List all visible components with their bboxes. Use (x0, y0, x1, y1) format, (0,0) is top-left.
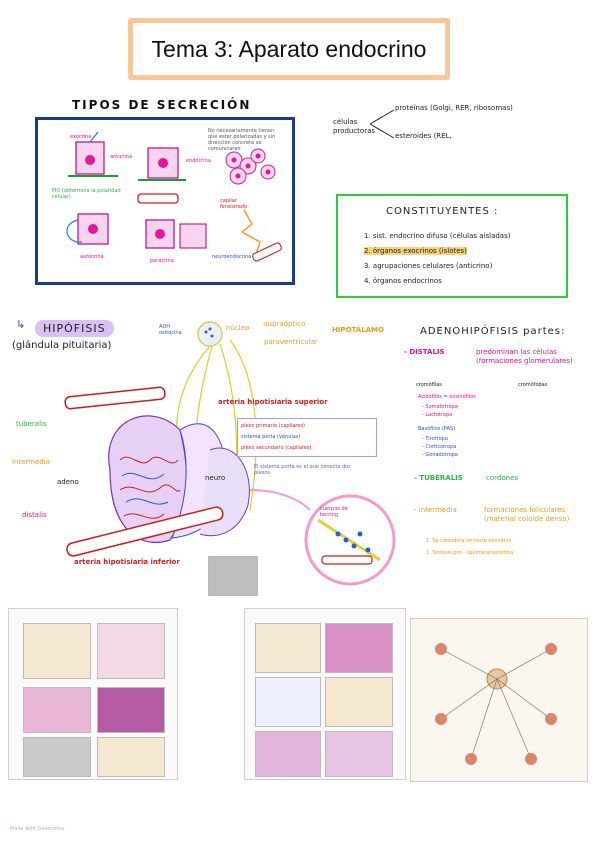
constituents-heading: CONSTITUYENTES : (386, 206, 499, 217)
page-title: Tema 3: Aparato endocrino (151, 35, 427, 62)
label-exocrina: exocrina (70, 134, 92, 140)
label-acidofilos: Acidófilos = eosinófilos (418, 394, 476, 400)
adeno-cordones: cordones (486, 474, 519, 482)
hypophysis-bullet: ↳ (16, 318, 26, 331)
constituent-item-1: 1. sist. endocrino difuso (células aisla… (364, 232, 511, 240)
label-gonadotropa: - Gonadotropa (422, 452, 458, 458)
plexo-1: plexo primario (capilares) (241, 423, 306, 429)
label-anticrina: anticrina (110, 154, 133, 160)
label-capilar: capilar fenestrado (220, 198, 247, 210)
label-corticotropa: - Corticotropa (422, 444, 457, 450)
label-mo: MO (determina la polaridad celular) (52, 188, 121, 200)
adeno-distalis-desc: predominan las células (formaciones glom… (476, 348, 573, 365)
secretion-illustration (66, 131, 282, 262)
plexo-2: sistema porta (vénulas) (241, 434, 301, 440)
histology-thumbnail (208, 556, 258, 596)
label-endocrina: endocrina (186, 158, 211, 164)
label-paracrina: paracrina (150, 258, 174, 264)
label-nucleo: núcleo (226, 324, 250, 332)
label-cuerpos: cuerpos de herring (320, 506, 348, 518)
label-note: No necesariamente tienen que estar polar… (208, 128, 276, 152)
label-distalis: distalis (22, 511, 47, 519)
hypophysis-illustration (64, 321, 396, 586)
thumbnail-slides-2[interactable] (244, 608, 406, 780)
title-box: Tema 3: Aparato endocrino (128, 18, 450, 80)
adeno-note-1: 1. Se considera un resto evolutivo (426, 538, 512, 544)
label-art-sup: arteria hipotisiaria superior (218, 398, 328, 406)
footer-credit: Made with Goodnotes (10, 826, 65, 832)
label-supraoptico: supraóptico (264, 320, 306, 328)
brace-lines (369, 109, 395, 139)
label-paraventricular: paraventricular (264, 338, 318, 346)
label-intermedia: intermedia (12, 458, 50, 466)
label-basofilos: Basófilos (PAS) (418, 426, 456, 432)
label-lactotropa: - Lactotropa (422, 412, 453, 418)
adeno-distalis: - DISTALIS (404, 348, 445, 356)
label-cromofobas: cromófobas (518, 382, 548, 388)
cells-producers-line1: proteínas (Golgi, RER, ribosomas) (395, 104, 513, 112)
adeno-intermedia: - intermedia (414, 506, 457, 514)
label-tuberalis: tuberalis (16, 420, 47, 428)
thumbnail-endocrine-diagram[interactable] (410, 618, 588, 782)
cells-producers-label: células productoras (333, 118, 376, 135)
label-tirotropa: - Tirotropa (422, 436, 448, 442)
secretion-heading: TIPOS DE SECRECIÓN (72, 98, 252, 112)
adeno-intermedia-desc: formaciones foliculares (material coloid… (484, 506, 570, 523)
plexo-box: plexo primario (capilares) sistema porta… (237, 418, 377, 457)
constituent-item-3: 3. agrupaciones celulares (anticrino) (364, 262, 493, 270)
label-autocrina: autocrina (80, 254, 104, 260)
cells-producers-line2: esteroides (REL, (395, 132, 452, 140)
hypophysis-title: HIPÓFISIS (35, 320, 114, 337)
label-cromofilas: cromófilas (416, 382, 442, 388)
adeno-heading: ADENOHIPÓFISIS partes: (420, 326, 566, 337)
hypophysis-subtitle: (glándula pituitaria) (12, 340, 112, 351)
endocrine-overview-illustration (435, 643, 557, 765)
label-adeno: adeno (57, 478, 79, 486)
constituent-item-2: 2. órganos exocrinos (islotes) (364, 247, 467, 255)
adeno-tuberalis: - TUBERALIS (414, 474, 463, 482)
constituent-item-4: 4. órganos endocrinos (364, 277, 442, 285)
thumbnail-slides-1[interactable] (8, 608, 178, 780)
label-adh: ADH oxitocina (159, 324, 182, 336)
portal-note: El sistema porta es el que conecta dos p… (254, 464, 351, 476)
label-somatotropa: - Somatotropa (422, 404, 458, 410)
constituents-box: CONSTITUYENTES : 1. sist. endocrino difu… (336, 194, 568, 298)
label-neuro: neuro (205, 474, 226, 482)
adeno-note-2: 1. Síntesis pro - opiomelanocortina (426, 550, 514, 556)
label-art-inf: arteria hipotisiaria inferior (74, 558, 180, 566)
secretion-diagram: exocrina anticrina endocrina MO (determi… (35, 117, 295, 285)
label-neuroendocrina: neuroendocrina (212, 254, 252, 260)
label-hipotalamo: HIPOTÁLAMO (332, 326, 384, 334)
plexo-3: plexo secundario (capilares) (241, 445, 312, 451)
